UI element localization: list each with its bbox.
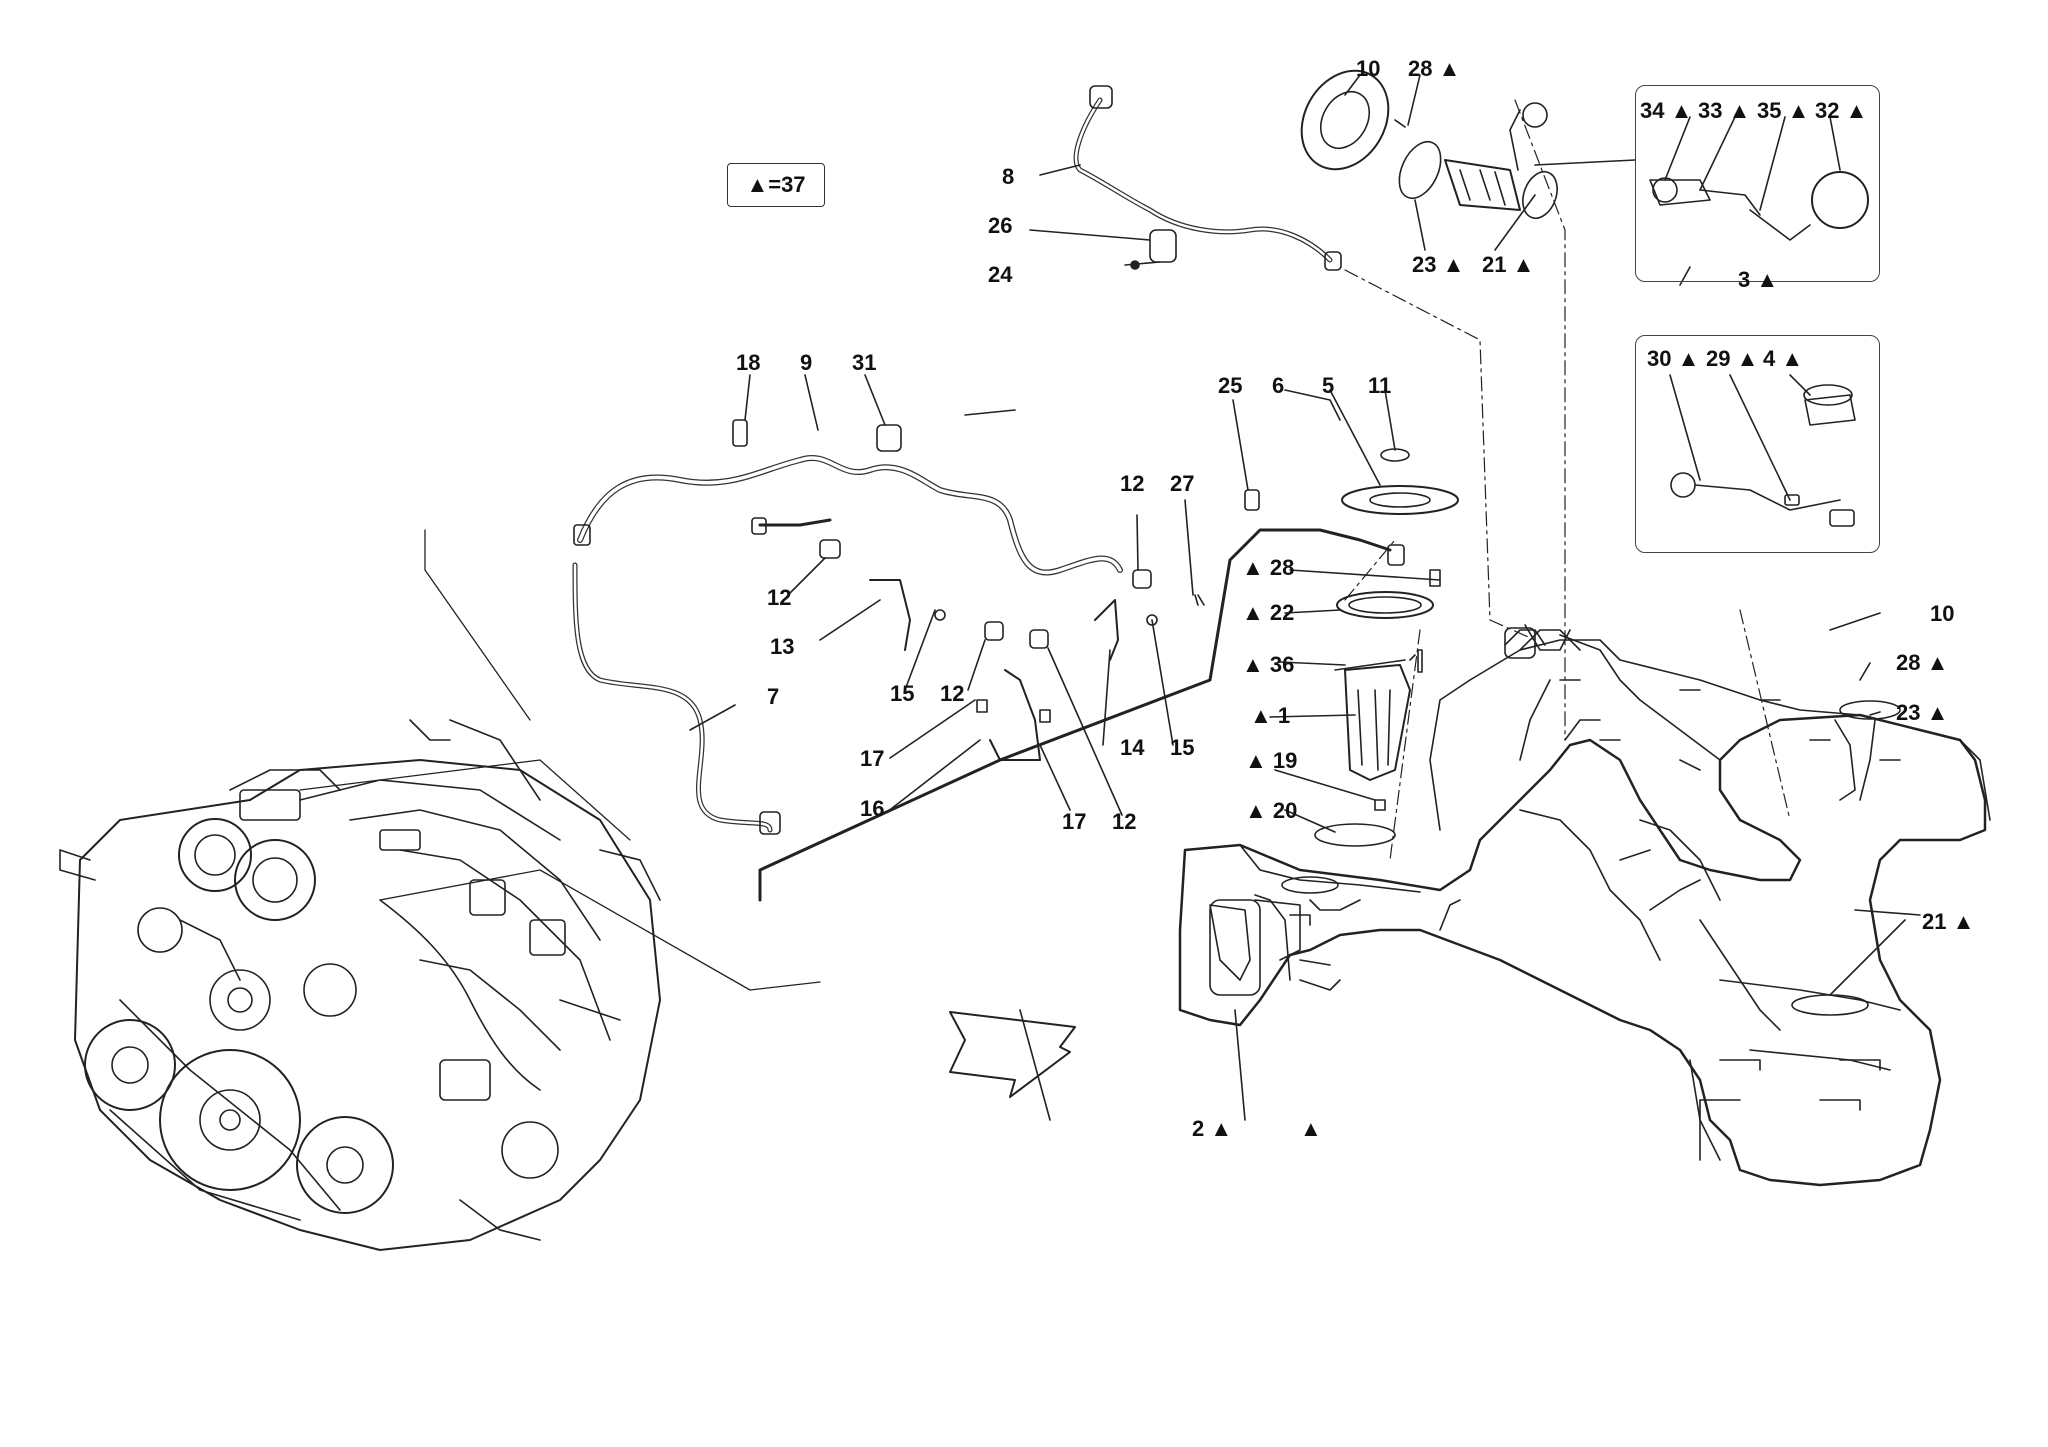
callout-13: 13	[770, 634, 795, 659]
callout-24: 24	[988, 262, 1013, 287]
callout-16: 16	[860, 796, 885, 821]
callout-28-mid: ▲ 28	[1242, 555, 1295, 580]
fuel-tank-illustration	[1178, 624, 1991, 1187]
callout-2: 2 ▲	[1192, 1116, 1233, 1141]
callout-26: 26	[988, 213, 1013, 238]
callout-3: 3 ▲	[1738, 267, 1779, 292]
callout-36: ▲ 36	[1242, 652, 1295, 677]
inset-panel-pump-parts	[1635, 85, 1880, 282]
callout-4: 4 ▲	[1763, 346, 1804, 371]
callout-21-top: 21 ▲	[1482, 252, 1535, 277]
callout-23-top: 23 ▲	[1412, 252, 1465, 277]
callout-22: ▲ 22	[1242, 600, 1295, 625]
inset-panel-sensor-parts	[1635, 335, 1880, 553]
callout-10-right: 10	[1930, 601, 1955, 626]
callout-6: 6	[1272, 373, 1285, 398]
legend-box: ▲=37	[727, 163, 825, 207]
callout-27: 27	[1170, 471, 1195, 496]
engine-illustration	[59, 719, 661, 1251]
callout-28-top: 28 ▲	[1408, 56, 1461, 81]
callout-10-top: 10	[1356, 56, 1381, 81]
callout-triangle: ▲	[1300, 1116, 1322, 1141]
callout-28-right: 28 ▲	[1896, 650, 1949, 675]
direction-arrow	[949, 1011, 1076, 1098]
callout-11: 11	[1368, 373, 1392, 398]
callout-9: 9	[800, 350, 813, 375]
callout-20: ▲ 20	[1245, 798, 1298, 823]
callout-5: 5	[1322, 373, 1335, 398]
callout-17-right: 17	[1062, 809, 1087, 834]
legend-text: ▲=37	[746, 172, 806, 197]
callout-12-lower: 12	[1112, 809, 1137, 834]
callout-19: ▲ 19	[1245, 748, 1298, 773]
callout-35: 35 ▲	[1757, 98, 1810, 123]
callout-1: ▲ 1	[1250, 703, 1291, 728]
callout-25: 25	[1218, 373, 1243, 398]
callout-21-right: 21 ▲	[1922, 909, 1975, 934]
callout-18: 18	[736, 350, 761, 375]
callout-32: 32 ▲	[1815, 98, 1868, 123]
callout-23-right: 23 ▲	[1896, 700, 1949, 725]
callout-7: 7	[767, 684, 780, 709]
callout-15-left: 15	[890, 681, 915, 706]
callout-29: 29 ▲	[1706, 346, 1759, 371]
callout-31: 31	[852, 350, 877, 375]
callout-15-right: 15	[1170, 735, 1195, 760]
callout-14: 14	[1120, 735, 1145, 760]
callout-12-left: 12	[767, 585, 792, 610]
callout-12-upper: 12	[1120, 471, 1145, 496]
callout-8: 8	[1002, 164, 1015, 189]
callout-34: 34 ▲	[1640, 98, 1693, 123]
callout-33: 33 ▲	[1698, 98, 1751, 123]
callout-17-left: 17	[860, 746, 885, 771]
callout-30: 30 ▲	[1647, 346, 1700, 371]
callout-12-mid: 12	[940, 681, 965, 706]
